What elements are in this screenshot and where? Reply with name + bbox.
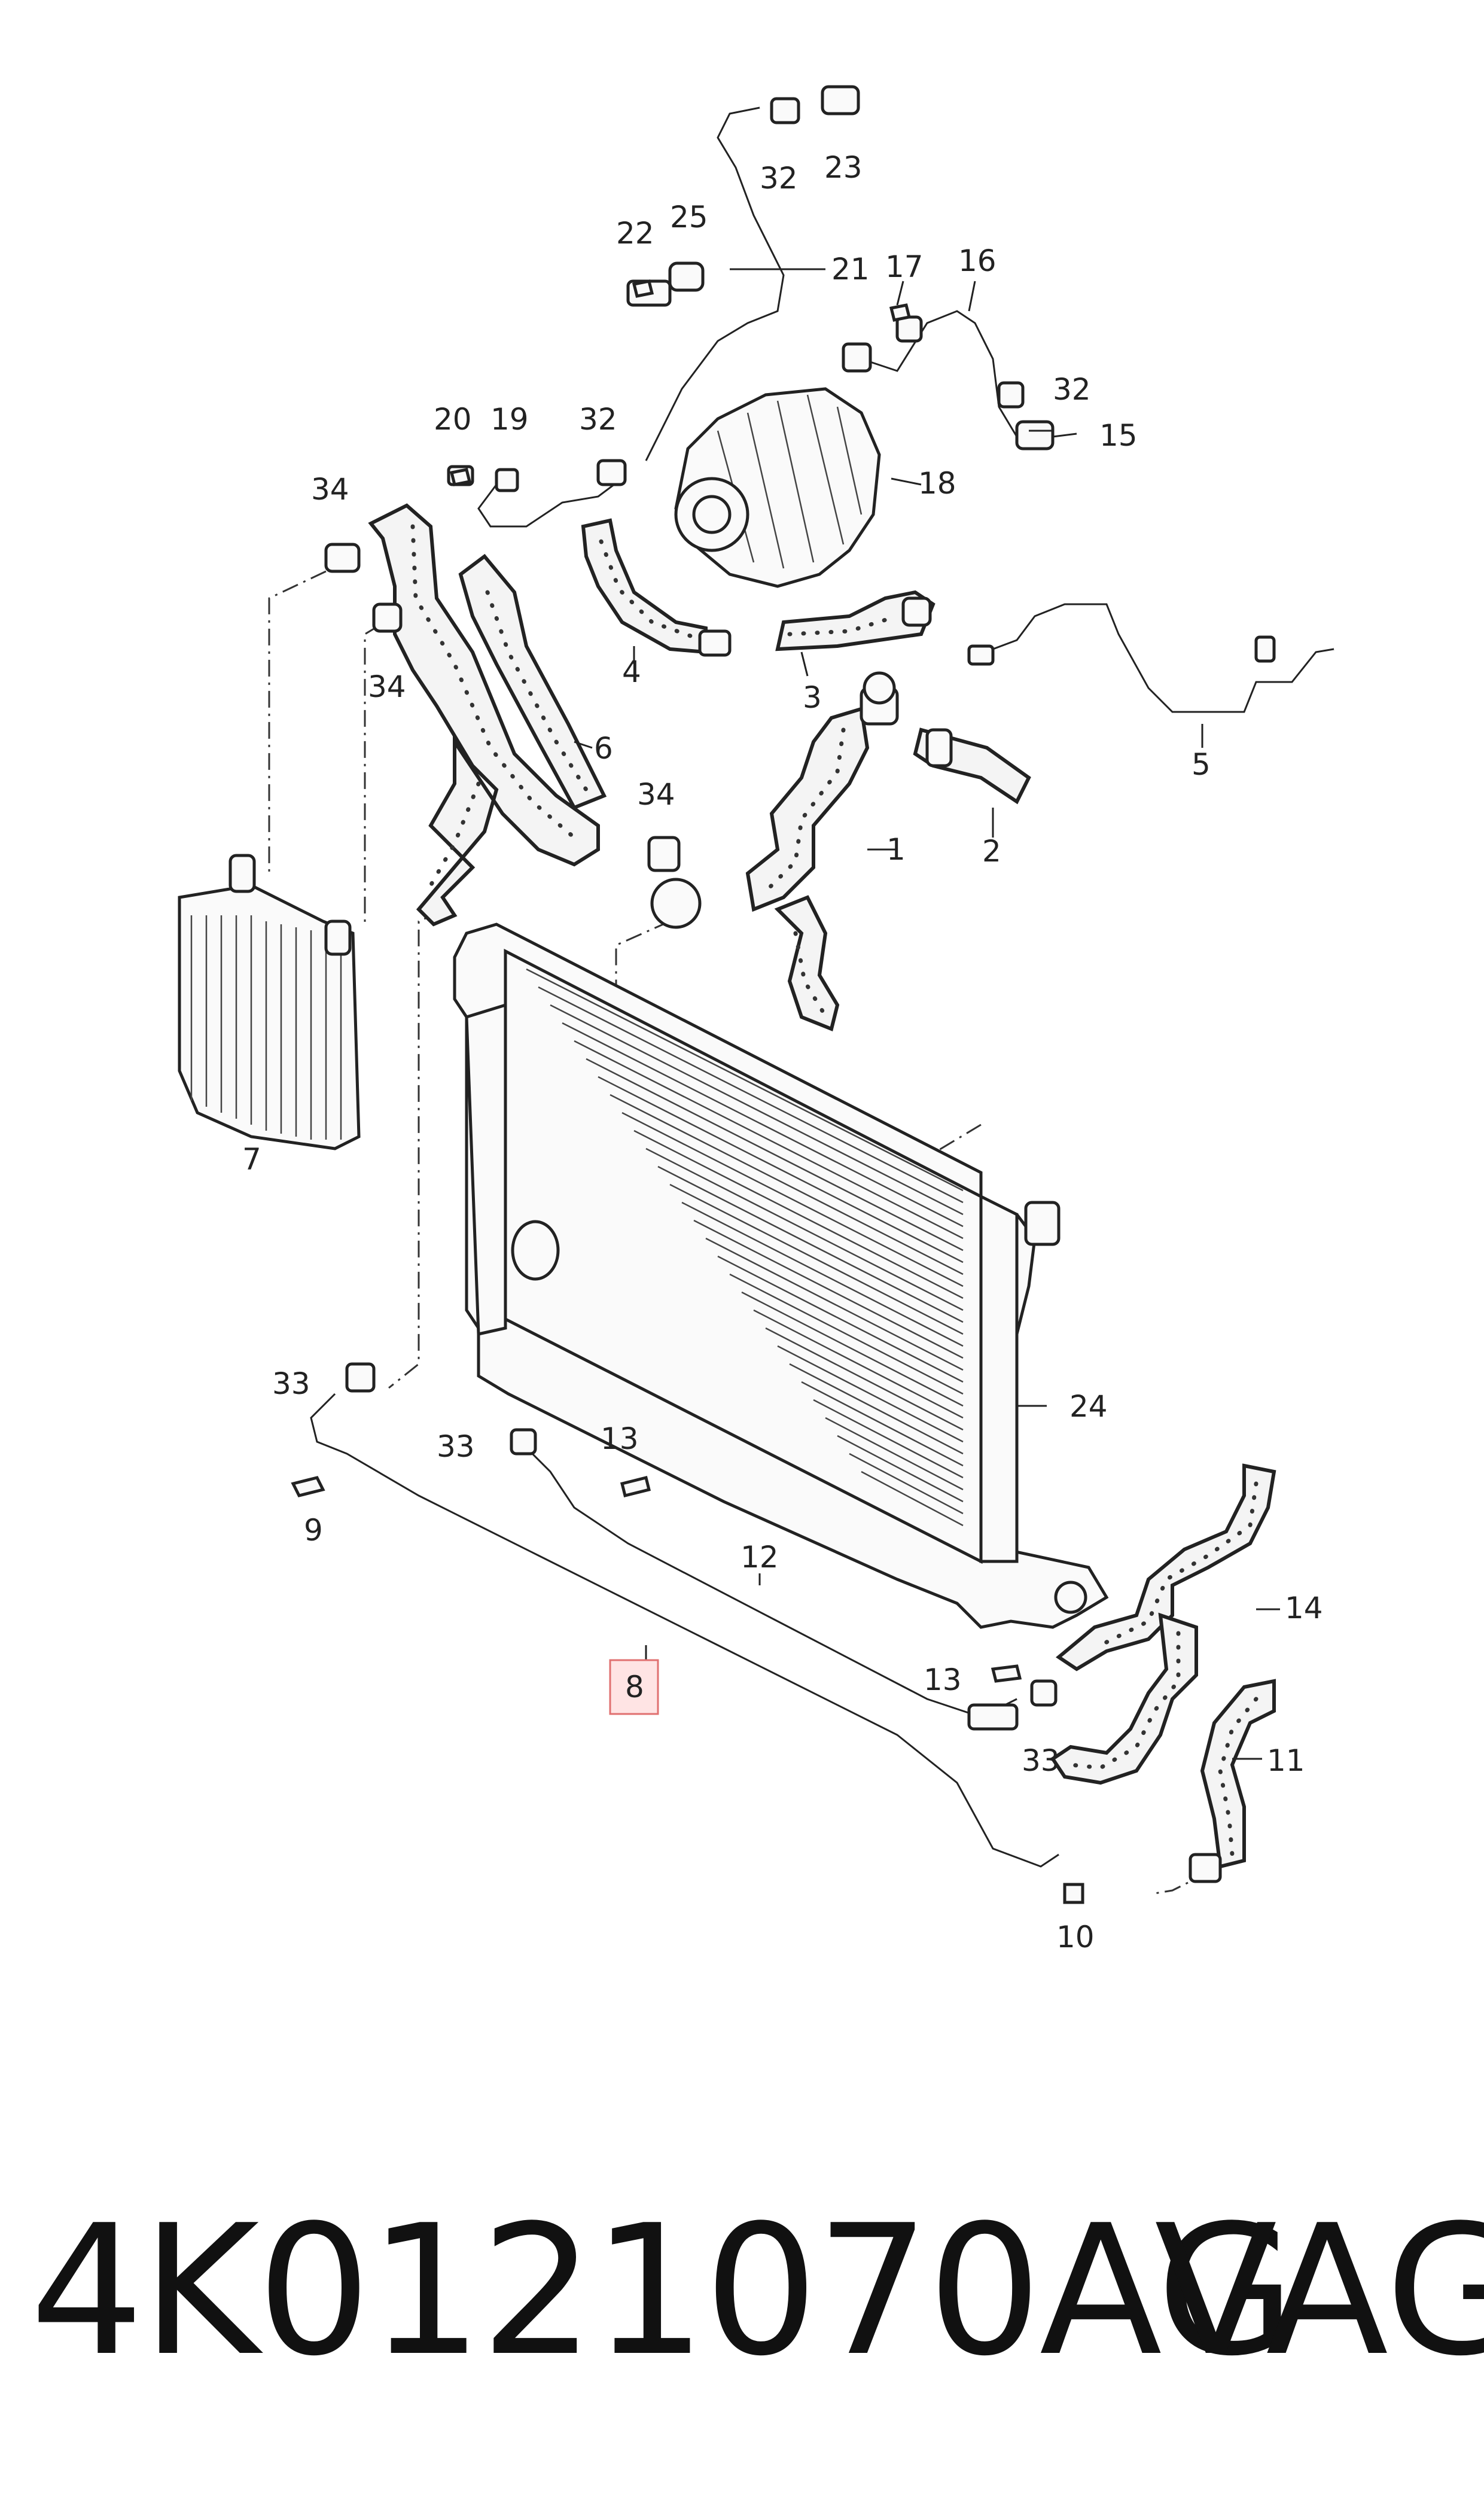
callout-4: 4 [622, 654, 641, 689]
callout-34-center: 34 [637, 777, 675, 812]
fittings-and-clamps [291, 85, 1276, 1904]
callout-17: 17 [885, 249, 924, 284]
callout-12: 12 [741, 1540, 779, 1575]
parts-diagram: 1 2 3 4 5 6 7 8 9 10 11 12 13 13 14 15 1… [178, 85, 1335, 1954]
callout-leaders [574, 268, 1280, 1760]
callout-8[interactable]: 8 [625, 1670, 644, 1704]
alternator [674, 387, 881, 588]
callout-21: 21 [831, 252, 870, 287]
callout-18: 18 [918, 466, 956, 501]
callout-23: 23 [824, 150, 863, 185]
coolant-pipes [306, 103, 1335, 1871]
callout-7: 7 [242, 1142, 261, 1177]
callout-13-upper: 13 [601, 1421, 639, 1456]
callout-33-right: 33 [1022, 1743, 1060, 1778]
callout-32-mid: 32 [579, 402, 617, 437]
callout-16: 16 [958, 243, 997, 278]
callout-labels: 1 2 3 4 5 6 7 8 9 10 11 12 13 13 14 15 1… [242, 150, 1323, 1954]
callout-19: 19 [490, 402, 529, 437]
callout-32-right: 32 [1053, 372, 1091, 407]
brand-name: VAG [1154, 2187, 1484, 2395]
callout-22: 22 [616, 216, 654, 251]
callout-13-lower: 13 [924, 1663, 962, 1697]
callout-3: 3 [803, 680, 822, 715]
callout-25: 25 [670, 200, 708, 235]
auxiliary-radiator [178, 854, 361, 1150]
callout-9: 9 [304, 1513, 323, 1548]
callout-32-top: 32 [760, 161, 798, 196]
callout-20: 20 [434, 402, 472, 437]
radiator [453, 922, 1109, 1629]
callout-10: 10 [1056, 1920, 1095, 1954]
callout-33-left: 33 [272, 1366, 310, 1401]
callout-34-top: 34 [311, 472, 349, 507]
callout-14: 14 [1285, 1591, 1323, 1625]
callout-15: 15 [1099, 418, 1138, 453]
callout-34-left: 34 [368, 669, 406, 704]
callout-1: 1 [886, 832, 906, 867]
callout-24: 24 [1069, 1389, 1108, 1424]
callout-33-center: 33 [437, 1429, 475, 1464]
callout-2: 2 [982, 834, 1001, 869]
callout-5: 5 [1192, 747, 1211, 782]
callout-11: 11 [1267, 1743, 1305, 1778]
callout-6: 6 [594, 731, 613, 766]
part-number: 4K0121070AG [30, 2187, 1296, 2395]
highlighted-part-box [609, 1659, 659, 1715]
